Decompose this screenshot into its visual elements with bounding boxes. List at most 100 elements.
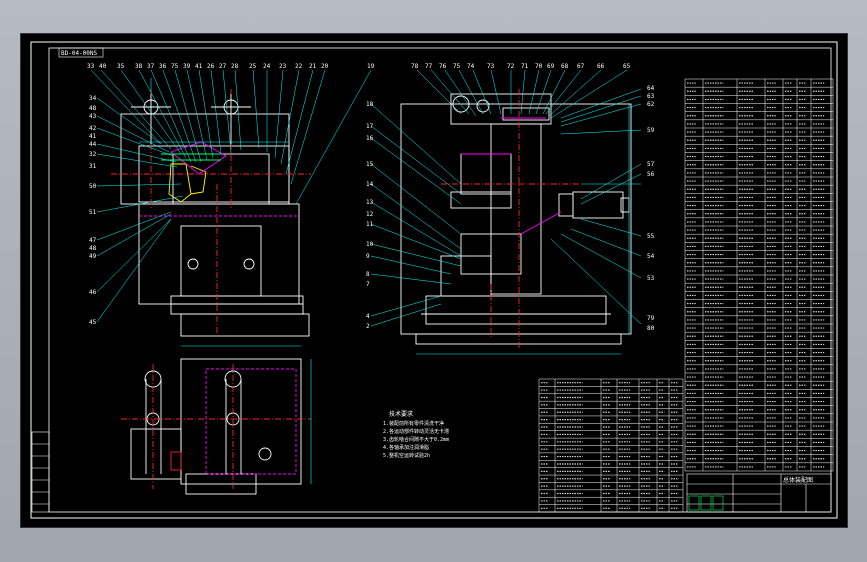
balloon-label: 66 (597, 63, 605, 70)
balloon-label: 40 (99, 63, 107, 70)
side-number: 48 (89, 105, 97, 112)
side-number: 12 (366, 211, 374, 218)
notes-line: 1.装配前所有零件清洗干净 (383, 420, 444, 427)
top-view (121, 345, 312, 495)
balloon-label: 78 (411, 63, 419, 70)
side-number: 57 (647, 161, 655, 168)
side-number: 42 (89, 125, 97, 132)
balloon-label: 22 (295, 63, 303, 70)
code-box (58, 47, 104, 58)
notes-line: 3.齿轮啮合间隙不大于0.2mm (383, 436, 449, 443)
side-number: 31 (89, 163, 97, 170)
side-number: 13 (366, 199, 374, 206)
side-number: 53 (647, 275, 655, 282)
drawing-code: BD-04-00NS (61, 50, 98, 57)
balloon-label: 26 (207, 63, 215, 70)
balloon-label: 41 (195, 63, 203, 70)
balloon-label: 19 (367, 63, 375, 70)
title-block (686, 473, 832, 513)
side-number: 50 (89, 183, 97, 190)
balloon-label: 71 (521, 63, 529, 70)
side-number: 62 (647, 101, 655, 108)
balloon-label: 76 (439, 63, 447, 70)
front-view-balloons: 33 40 35 38 37 36 75 39 41 26 27 28 25 2… (87, 63, 375, 70)
drawing-canvas[interactable]: BD-04-00NS (20, 33, 848, 528)
side-number: 41 (89, 133, 97, 140)
balloon-label: 35 (117, 63, 125, 70)
front-view (111, 78, 311, 337)
balloon-label: 20 (321, 63, 329, 70)
front-view-leaders (90, 69, 372, 323)
side-number: 32 (89, 151, 97, 158)
balloon-label: 73 (487, 63, 495, 70)
inner-border (48, 47, 832, 513)
side-number: 4 (366, 313, 370, 320)
balloon-label: 27 (219, 63, 227, 70)
balloon-label: 38 (135, 63, 143, 70)
side-view-top-balloons: 78 77 76 75 74 73 72 71 70 69 68 67 66 6… (411, 63, 631, 70)
side-number: 48 (89, 245, 97, 252)
side-view-left-numbers: 18 17 16 15 14 13 12 11 10 9 8 7 4 2 (366, 101, 374, 330)
side-number: 8 (366, 271, 370, 278)
side-number: 16 (366, 135, 374, 142)
balloon-label: 28 (231, 63, 239, 70)
side-number: 9 (366, 253, 370, 260)
balloon-label: 72 (507, 63, 515, 70)
side-number: 63 (647, 93, 655, 100)
balloon-label: 37 (147, 63, 155, 70)
side-number: 34 (89, 95, 97, 102)
side-number: 2 (366, 323, 370, 330)
balloon-label: 21 (309, 63, 317, 70)
side-number: 15 (366, 161, 374, 168)
left-revision-box (31, 431, 50, 513)
side-number: 80 (647, 325, 655, 332)
notes-line: 5.整机空运转试验2h (383, 452, 430, 459)
notes-line: 2.各运动部件转动灵活无卡滞 (383, 428, 449, 435)
front-view-side-numbers: 34 48 43 42 41 44 32 31 50 51 47 48 49 4… (89, 95, 97, 326)
balloon-label: 75 (453, 63, 461, 70)
side-number: 45 (89, 319, 97, 326)
side-view (400, 89, 641, 355)
side-number: 44 (89, 141, 97, 148)
balloon-label: 39 (183, 63, 191, 70)
technical-notes: 技术要求 1.装配前所有零件清洗干净 2.各运动部件转动灵活无卡滞 3.齿轮啮合… (383, 410, 449, 459)
side-number: 55 (647, 233, 655, 240)
side-number: 17 (366, 123, 374, 130)
side-number: 11 (366, 221, 374, 228)
drawing-svg: BD-04-00NS (30, 41, 838, 519)
balloon-label: 74 (467, 63, 475, 70)
side-number: 46 (89, 289, 97, 296)
parts-list-bottom (538, 378, 684, 513)
balloon-label: 23 (279, 63, 287, 70)
balloon-label: 69 (547, 63, 555, 70)
side-number: 59 (647, 127, 655, 134)
balloon-label: 77 (425, 63, 433, 70)
balloon-label: 25 (249, 63, 257, 70)
side-number: 54 (647, 253, 655, 260)
side-number: 49 (89, 253, 97, 260)
side-number: 79 (647, 315, 655, 322)
balloon-label: 24 (263, 63, 271, 70)
notes-line: 4.各轴承加注润滑脂 (383, 444, 429, 451)
side-number: 14 (366, 181, 374, 188)
side-number: 47 (89, 237, 97, 244)
side-number: 51 (89, 209, 97, 216)
balloon-label: 68 (561, 63, 569, 70)
side-number: 7 (366, 281, 370, 288)
side-number: 18 (366, 101, 374, 108)
side-number: 43 (89, 113, 97, 120)
side-view-right-numbers: 64 63 62 59 57 56 55 54 53 79 80 (647, 85, 655, 332)
side-number: 56 (647, 171, 655, 178)
balloon-label: 70 (535, 63, 543, 70)
side-number: 10 (366, 241, 374, 248)
balloon-label: 75 (171, 63, 179, 70)
side-view-leaders (370, 69, 642, 327)
notes-heading: 技术要求 (389, 410, 413, 418)
balloon-label: 33 (87, 63, 95, 70)
outer-border (30, 41, 838, 519)
drawing-title: 总体装配图 (783, 476, 813, 484)
balloon-label: 65 (623, 63, 631, 70)
balloon-label: 36 (159, 63, 167, 70)
balloon-label: 67 (577, 63, 585, 70)
parts-list-right (684, 78, 834, 472)
